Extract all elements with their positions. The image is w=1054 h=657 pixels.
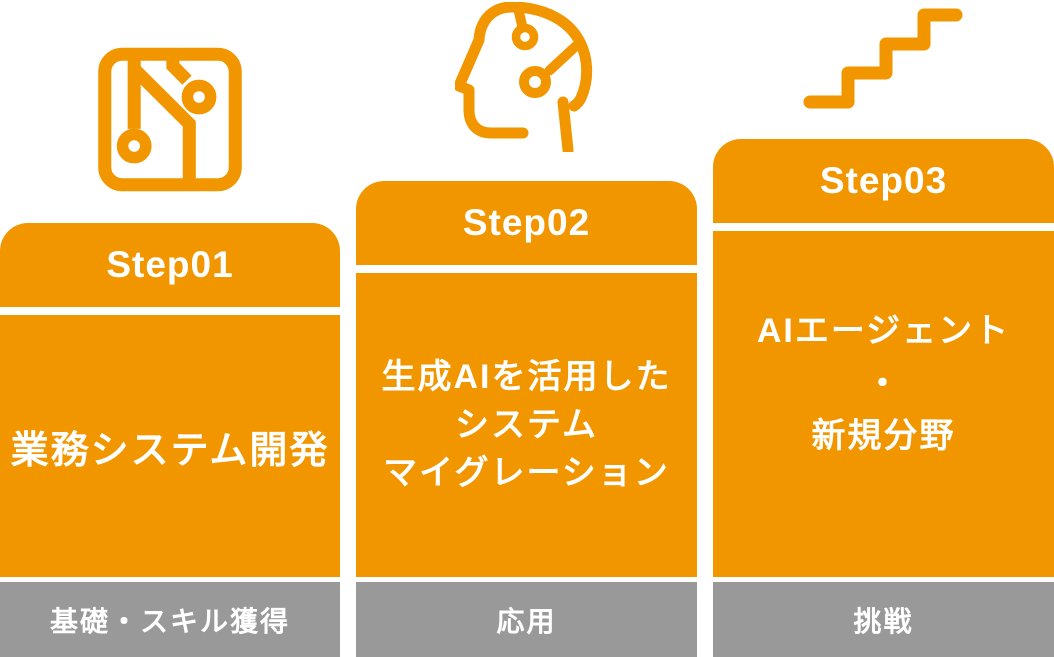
step1-footer: 基礎・スキル獲得 [0,582,340,657]
step2-header: Step02 [356,181,697,265]
stairs-icon [803,7,963,109]
step-column-2: Step02 生成AIを活用した システム マイグレーション 応用 [356,0,697,657]
step3-header-label: Step03 [819,160,948,201]
step3-footer: 挑戦 [713,582,1054,657]
step-column-1: Step01 業務システム開発 基礎・スキル獲得 [0,0,340,657]
step-column-3: Step03 AIエージェント ・ 新規分野 挑戦 [713,0,1054,657]
step1-header: Step01 [0,223,340,307]
step2-body-text: 生成AIを活用した システム マイグレーション [381,357,672,493]
step2-footer-label: 応用 [496,605,557,637]
step3-footer-label: 挑戦 [853,605,914,637]
step3-body-text: AIエージェント ・ 新規分野 [756,311,1011,456]
step2-body: 生成AIを活用した システム マイグレーション [356,273,697,577]
step1-body: 業務システム開発 [0,315,340,577]
step3-body: AIエージェント ・ 新規分野 [713,231,1054,577]
step1-footer-label: 基礎・スキル獲得 [49,605,290,637]
step1-body-text: 業務システム開発 [10,429,330,472]
circuit-board-icon [95,47,245,192]
step2-header-label: Step02 [462,202,591,243]
step2-footer: 応用 [356,582,697,657]
step1-header-label: Step01 [106,244,234,285]
ai-head-icon [455,2,600,152]
step3-header: Step03 [713,139,1054,223]
